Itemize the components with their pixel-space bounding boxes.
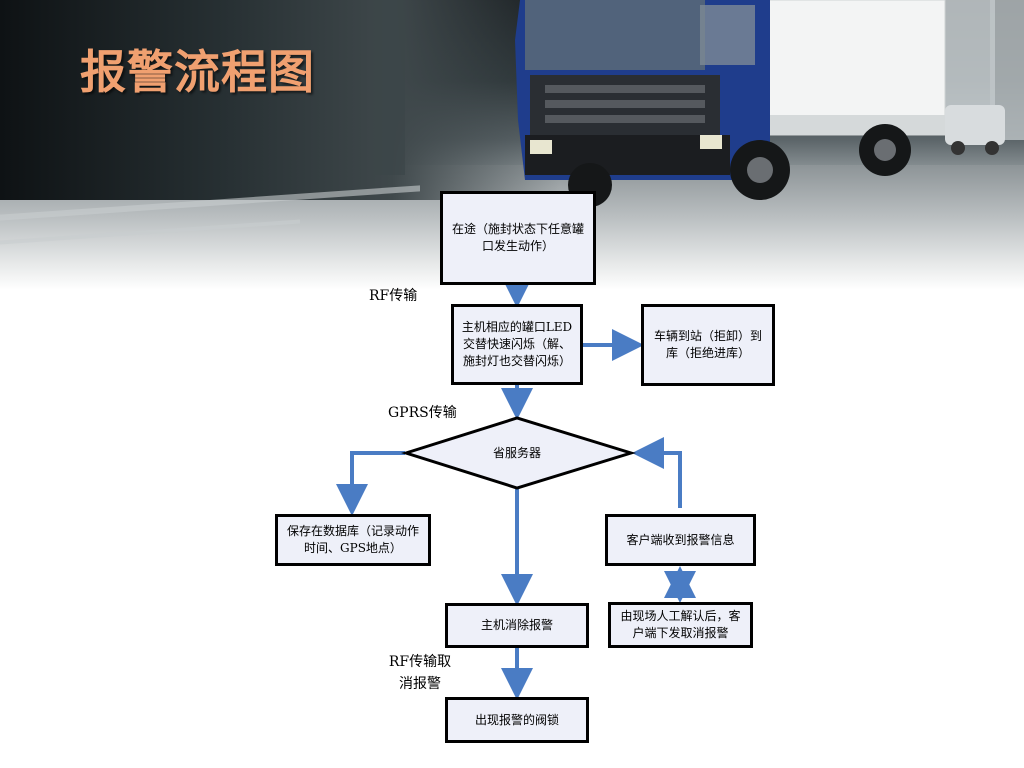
slide-title: 报警流程图 — [80, 45, 315, 99]
arrow-client-server — [632, 437, 682, 508]
node-manual-unlock: 由现场人工解认后，客户端下发取消报警 — [608, 602, 753, 648]
label-rf-cancel-line2: 消报警 — [399, 676, 441, 692]
server-diamond — [401, 416, 637, 490]
node-vehicle-arrive: 车辆到站（拒卸）到库（拒绝进库） — [641, 304, 775, 386]
node-led-flash: 主机相应的罐口LED交替快速闪烁（解、施封灯也交替闪烁） — [451, 304, 583, 385]
building-shadow — [0, 0, 560, 200]
node-client-receive: 客户端收到报警信息 — [605, 514, 756, 566]
label-rf-cancel-line1: RF传输取 — [388, 654, 452, 670]
truck-illustration — [375, 0, 1024, 207]
label-rf-cancel: RF传输取 消报警 — [375, 651, 465, 695]
label-gprs: GPRS传输 — [388, 405, 457, 421]
node-in-transit: 在途（施封状态下任意罐口发生动作） — [440, 191, 596, 285]
node-host-clear: 主机消除报警 — [445, 603, 589, 648]
node-valve-lock: 出现报警的阀锁 — [445, 697, 589, 743]
arrow-server-to-db — [336, 451, 405, 516]
label-rf: RF传输 — [369, 288, 418, 304]
node-save-db: 保存在数据库（记录动作时间、GPS地点） — [275, 514, 431, 566]
node-province-server: 省服务器 — [492, 446, 541, 460]
